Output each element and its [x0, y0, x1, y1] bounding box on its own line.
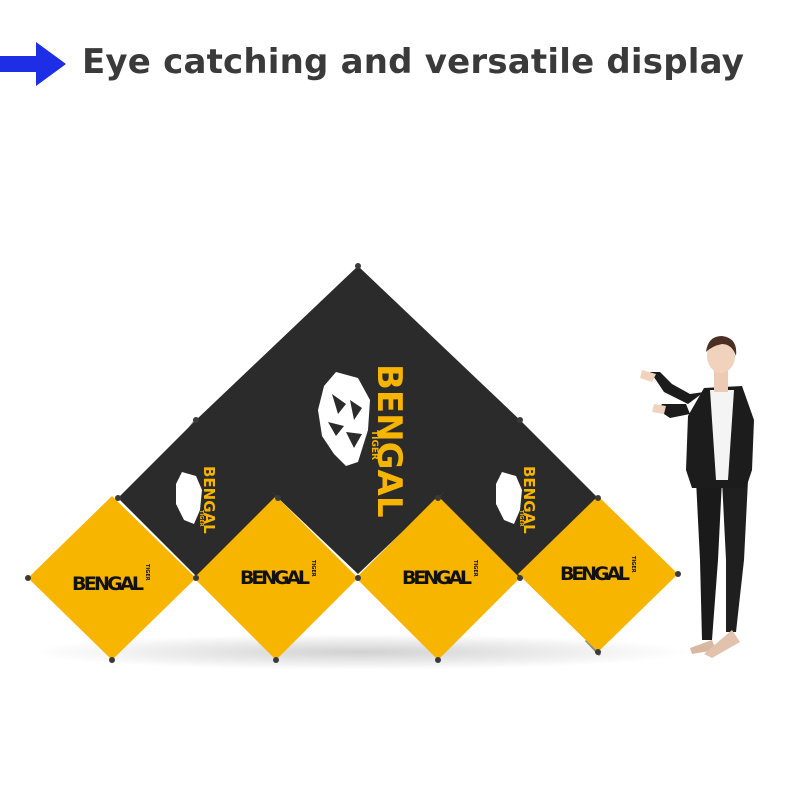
floor-shadow	[30, 634, 690, 670]
yellow-panel-4-word: BENGAL	[560, 563, 630, 585]
brand-small-right-word: BENGAL	[520, 466, 538, 534]
brand-large-sub: TIGER	[369, 430, 379, 460]
tiger-logo-large	[318, 372, 370, 466]
brand-small-left-word: BENGAL	[200, 466, 218, 534]
right-arrow-icon	[0, 42, 66, 86]
brand-small-left-sub: TIGER	[198, 510, 204, 527]
brand-small-right-sub: TIGER	[518, 510, 524, 527]
yellow-panel-1: BENGAL TIGER	[28, 496, 196, 660]
brand-large-word: BENGAL	[369, 364, 409, 517]
yellow-panel-2-word: BENGAL	[240, 567, 310, 589]
yellow-panel-3: BENGAL TIGER	[356, 496, 520, 660]
yellow-panel-2: BENGAL TIGER	[194, 496, 358, 660]
yellow-panel-1-word: BENGAL	[72, 573, 144, 595]
yellow-panel-3-word: BENGAL	[402, 567, 472, 589]
presenter-person	[640, 336, 754, 658]
page-title: Eye catching and versatile display	[82, 42, 745, 82]
yellow-panel-4-sub: TIGER	[630, 556, 636, 573]
yellow-panel-3-sub: TIGER	[472, 560, 478, 577]
yellow-panel-4: BENGAL TIGER	[518, 496, 678, 652]
yellow-panel-1-sub: TIGER	[144, 564, 150, 581]
connector-nodes	[25, 263, 681, 663]
header: Eye catching and versatile display	[0, 34, 800, 90]
yellow-panel-2-sub: TIGER	[310, 560, 316, 577]
